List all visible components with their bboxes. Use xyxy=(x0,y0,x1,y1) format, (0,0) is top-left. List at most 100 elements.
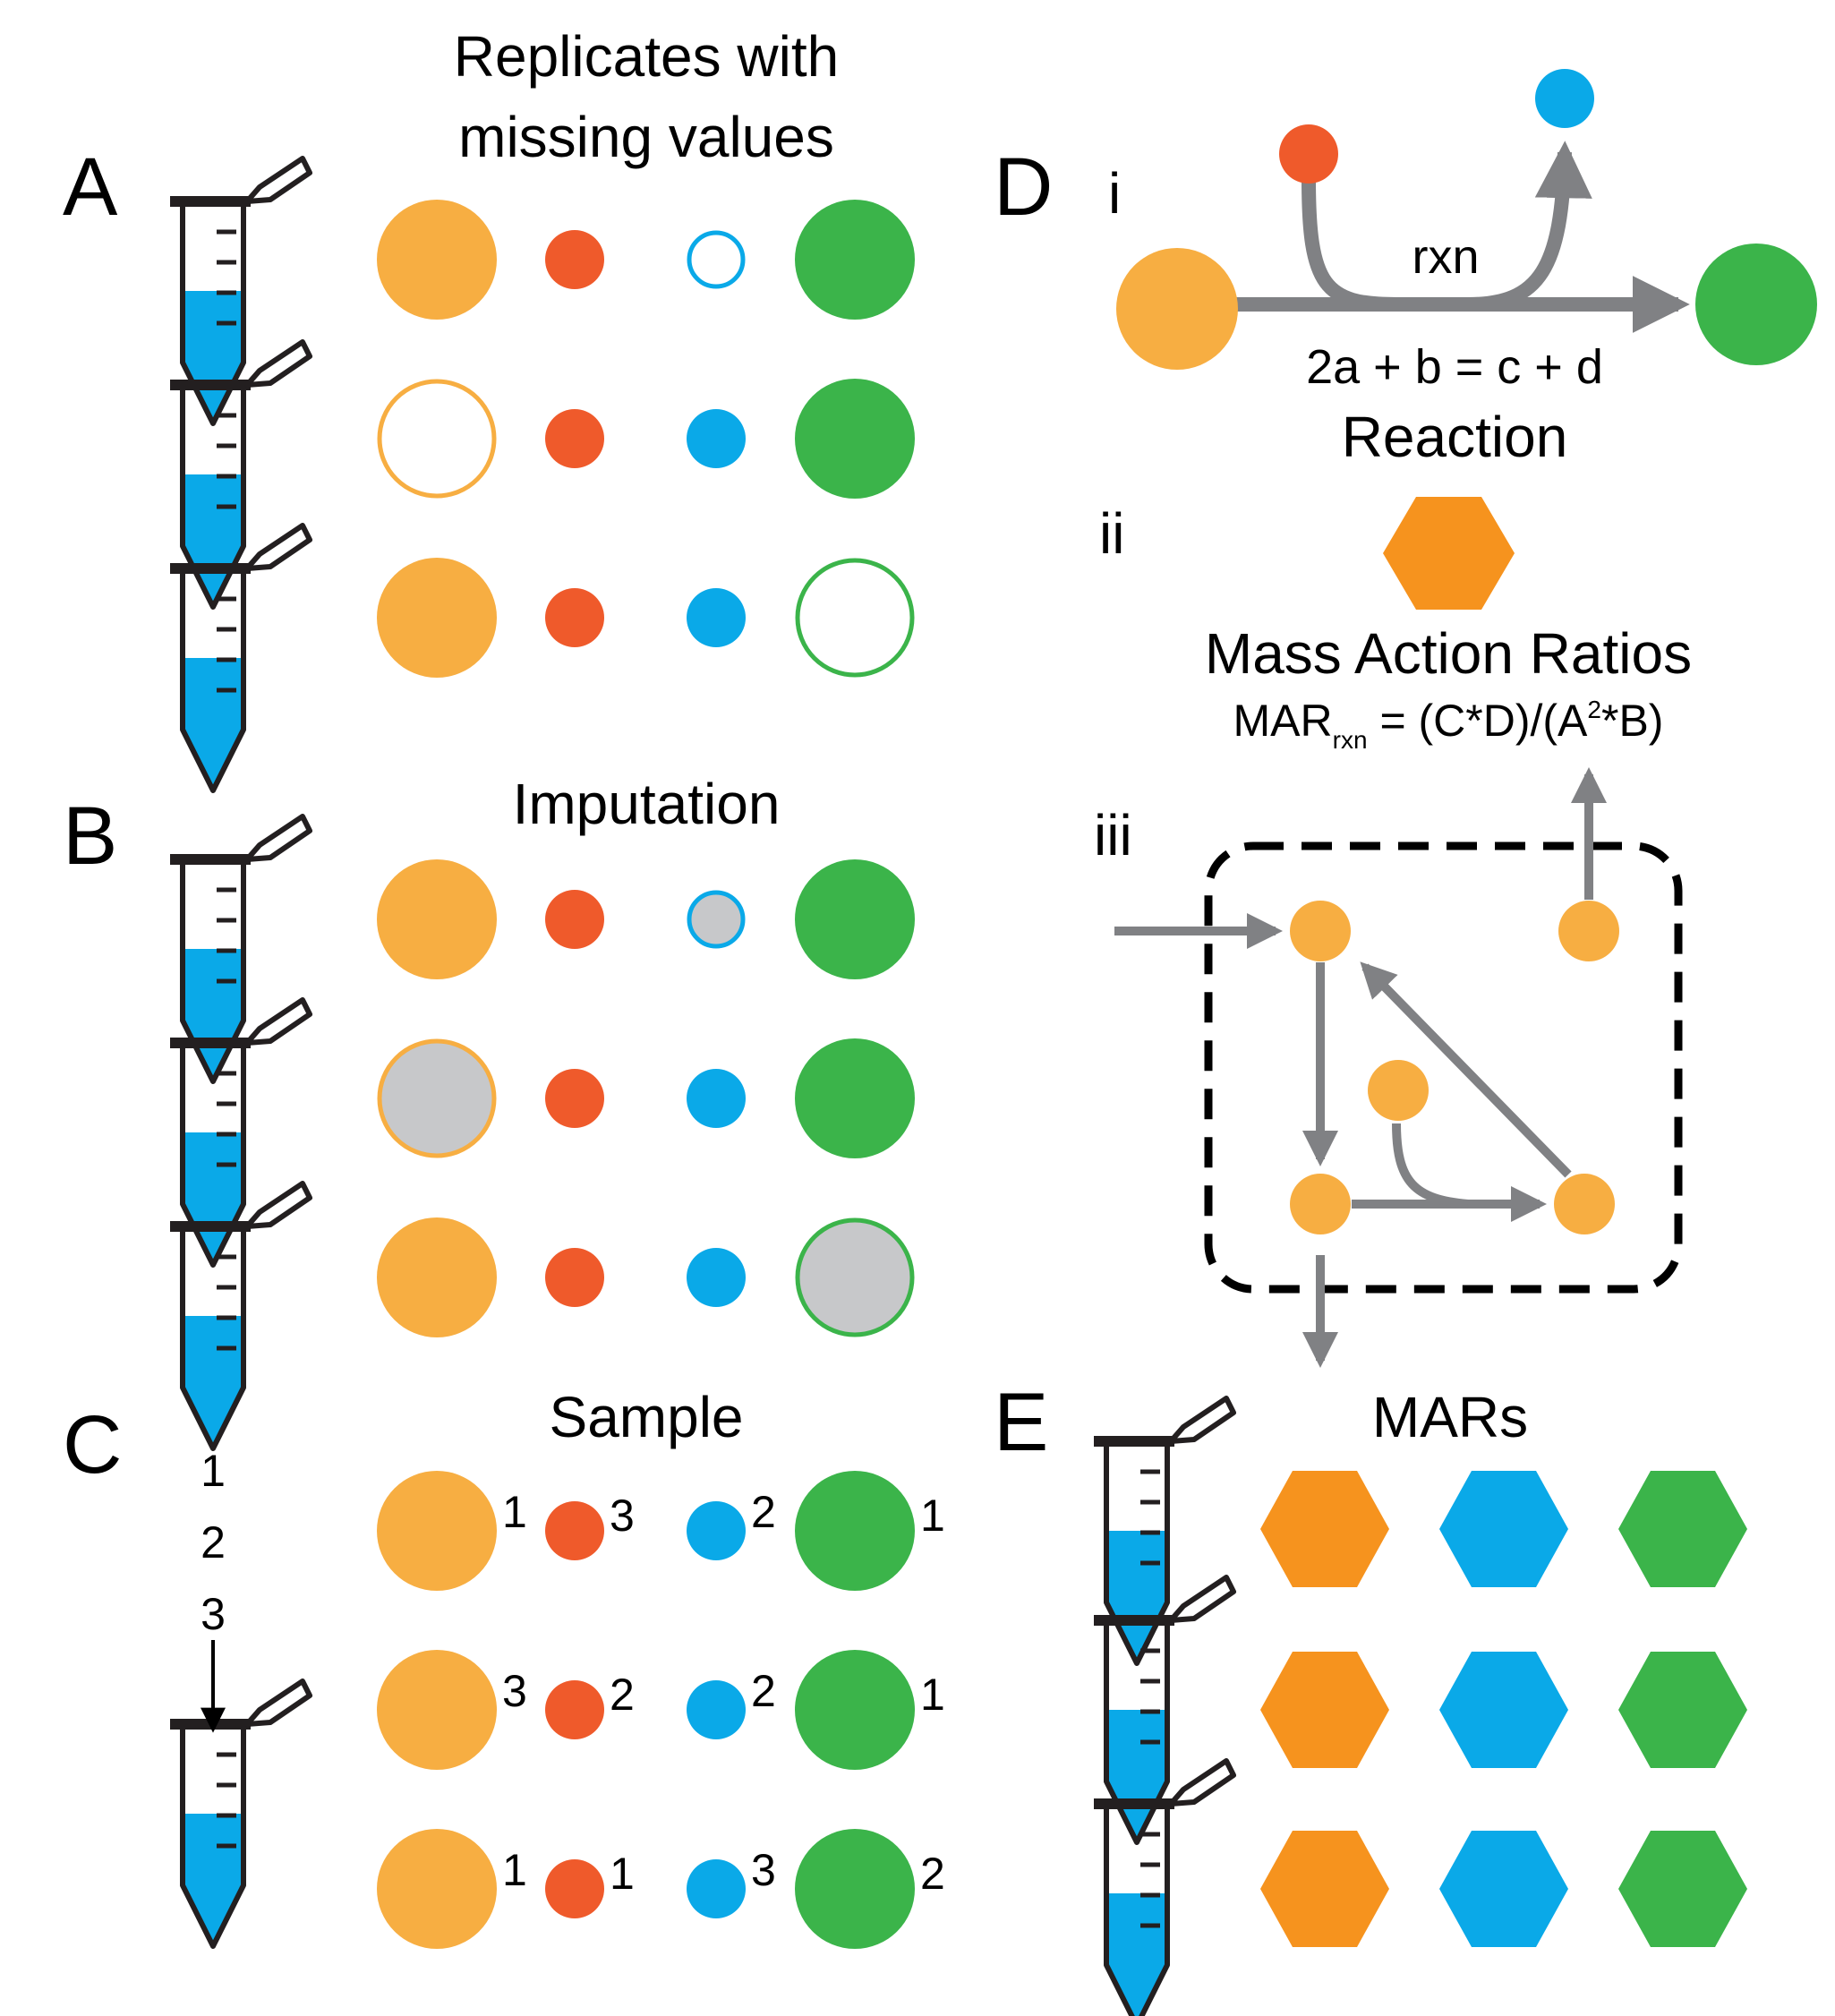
metabolite-circle xyxy=(687,1248,746,1307)
mar-hexagon-orange xyxy=(1260,1831,1389,1947)
sample-rank-label: 3 xyxy=(502,1666,527,1716)
panel-d-sub-ii: ii xyxy=(1099,501,1124,566)
sample-rank-label: 3 xyxy=(751,1845,776,1895)
network-node xyxy=(1290,901,1351,961)
tube-body xyxy=(1104,1806,1170,2016)
metabolite-circle xyxy=(795,200,915,320)
panel-label-b: B xyxy=(63,790,117,882)
sample-rank-label: 3 xyxy=(610,1491,635,1541)
mar-hexagon-green xyxy=(1618,1652,1747,1768)
metabolite-circle xyxy=(545,1859,604,1918)
order-number-2: 2 xyxy=(201,1517,226,1568)
tube-rim xyxy=(170,1719,251,1730)
mar-hexagon-orange xyxy=(1260,1471,1389,1587)
mar-hexagon-green xyxy=(1618,1831,1747,1947)
tube-cap xyxy=(244,997,312,1046)
panel-a-title-line2: missing values xyxy=(458,105,834,169)
rxn-product-c xyxy=(1535,69,1594,128)
metabolite-circle xyxy=(795,1829,915,1949)
tube-liquid xyxy=(1106,1531,1167,1663)
network-edge-diagonal xyxy=(1360,961,1572,1178)
metabolite-circle xyxy=(545,1069,604,1128)
network-boundary xyxy=(1204,841,1683,1294)
network-node xyxy=(1368,1060,1429,1121)
metabolite-circle xyxy=(545,409,604,468)
sample-rank-label: 2 xyxy=(610,1670,635,1720)
metabolite-circle xyxy=(795,859,915,979)
panel-d-reaction: i rxn 2a + b = c + d Reaction xyxy=(1108,69,1817,469)
panel-a-title-line1: Replicates with xyxy=(454,24,839,89)
mar-hexagon xyxy=(1383,497,1515,610)
order-number-1: 1 xyxy=(201,1446,226,1496)
panel-a-circles xyxy=(377,200,915,678)
tube-cap xyxy=(1168,1575,1236,1623)
metabolite-circle xyxy=(795,1038,915,1158)
panel-b-circles xyxy=(377,859,915,1337)
panel-b-title: Imputation xyxy=(513,772,781,836)
tube-cap xyxy=(244,156,312,204)
sample-rank-label: 1 xyxy=(502,1487,527,1537)
mar-hexagon-blue xyxy=(1439,1831,1568,1947)
mar-formula-mid: = (C*D)/(A xyxy=(1368,696,1589,746)
tube-icon xyxy=(1094,1758,1236,2016)
mar-formula: MARrxn = (C*D)/(A2*B) xyxy=(1233,696,1664,754)
tube-body xyxy=(180,861,246,1084)
rxn-product-d xyxy=(1695,243,1817,365)
mar-hexagon-blue xyxy=(1439,1471,1568,1587)
panel-c-order: 1 2 3 xyxy=(201,1446,226,1733)
tube-icon xyxy=(1094,1396,1236,1666)
tube-cap xyxy=(244,1181,312,1229)
tube-rim xyxy=(170,1221,251,1232)
tube-rim xyxy=(1094,1436,1174,1447)
panel-a-title: Replicates with missing values xyxy=(454,24,839,169)
order-number-3: 3 xyxy=(201,1589,226,1639)
tubes xyxy=(170,156,1236,2016)
metabolite-circle xyxy=(377,1038,497,1158)
panel-d-mar: ii Mass Action Ratios MARrxn = (C*D)/(A2… xyxy=(1099,497,1692,754)
tube-liquid xyxy=(183,658,243,790)
metabolite-circle xyxy=(795,1217,915,1337)
rxn-substrate-b xyxy=(1279,124,1338,184)
rxn-equation: 2a + b = c + d xyxy=(1306,340,1603,394)
metabolite-circle xyxy=(687,1859,746,1918)
tube-body xyxy=(180,1045,246,1268)
network-node xyxy=(1558,901,1619,961)
panel-d-sub-iii: iii xyxy=(1094,803,1132,867)
metabolite-circle xyxy=(377,1650,497,1770)
metabolite-circle xyxy=(377,1471,497,1591)
tube-cap xyxy=(244,814,312,862)
tube-cap xyxy=(1168,1396,1236,1444)
panel-d-sub-i: i xyxy=(1108,161,1121,226)
reaction-title: Reaction xyxy=(1342,405,1568,469)
metabolite-circle xyxy=(795,1471,915,1591)
tube-rim xyxy=(1094,1615,1174,1626)
sample-rank-label: 1 xyxy=(610,1849,635,1899)
tube-rim xyxy=(170,563,251,574)
metabolite-circle xyxy=(687,1680,746,1739)
panel-label-e: E xyxy=(994,1377,1048,1468)
metabolite-circle xyxy=(377,859,497,979)
tube-liquid xyxy=(183,474,243,607)
tube-rim xyxy=(1094,1798,1174,1809)
tube-rim xyxy=(170,380,251,390)
tube-body xyxy=(180,570,246,793)
metabolite-circle xyxy=(687,588,746,647)
panel-e-title: MARs xyxy=(1372,1385,1528,1449)
metabolite-circle xyxy=(545,890,604,949)
sample-rank-label: 1 xyxy=(920,1491,945,1541)
tube-liquid xyxy=(1106,1893,1167,2016)
tube-body xyxy=(180,387,246,610)
metabolite-circle xyxy=(687,409,746,468)
metabolite-circle xyxy=(545,1680,604,1739)
tube-body xyxy=(1104,1622,1170,1845)
rxn-output-curve xyxy=(1467,141,1592,312)
tube-rim xyxy=(170,1038,251,1048)
panel-e-hexagons xyxy=(1260,1471,1747,1947)
metabolite-circle xyxy=(545,1501,604,1560)
tube-cap xyxy=(244,523,312,571)
metabolite-circle xyxy=(377,379,497,499)
tube-liquid xyxy=(183,291,243,423)
rxn-label: rxn xyxy=(1412,230,1479,284)
tube-body xyxy=(1104,1443,1170,1666)
